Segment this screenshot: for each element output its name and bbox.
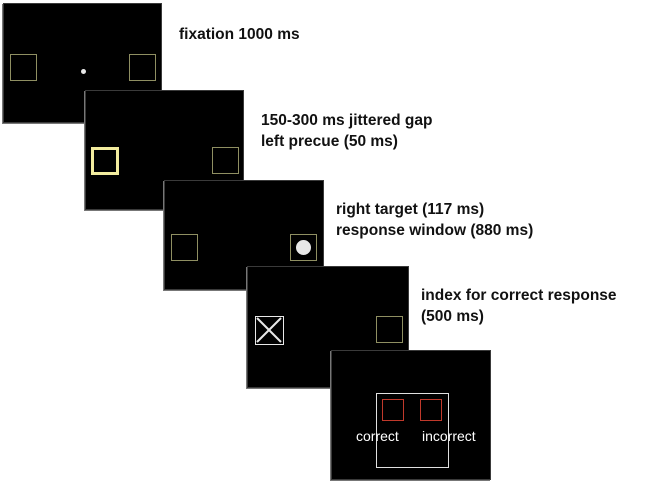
left-placeholder-box (10, 54, 37, 81)
left-index-box (255, 316, 284, 345)
precue-label: 150-300 ms jittered gap left precue (50 … (261, 110, 432, 152)
x-mark-icon (256, 317, 282, 343)
index-screen (247, 266, 409, 388)
incorrect-label: incorrect (422, 428, 476, 444)
target-disc-icon (296, 240, 311, 255)
right-placeholder-box (129, 54, 156, 81)
left-placeholder-box (171, 234, 198, 261)
left-cue-box (91, 147, 119, 175)
fixation-label-line-1: fixation 1000 ms (179, 26, 300, 43)
index-label-line-2: (500 ms) (421, 308, 484, 325)
right-placeholder-box (212, 147, 239, 174)
precue-label-line-1: 150-300 ms jittered gap (261, 112, 433, 129)
target-label: right target (117 ms) response window (8… (336, 199, 533, 241)
target-label-line-1: right target (117 ms) (336, 201, 485, 218)
feedback-screen: correct incorrect (331, 350, 491, 480)
right-placeholder-box (290, 234, 317, 261)
fixation-label: fixation 1000 ms (179, 24, 300, 45)
right-placeholder-box (376, 316, 403, 343)
fixation-dot-icon (81, 69, 86, 74)
target-screen (164, 180, 324, 290)
fixation-screen (3, 3, 162, 123)
incorrect-feedback-box (420, 399, 442, 421)
index-label: index for correct response (500 ms) (421, 285, 617, 327)
feedback-outline (376, 393, 449, 468)
correct-label: correct (356, 428, 399, 444)
index-label-line-1: index for correct response (421, 287, 617, 304)
target-label-line-2: response window (880 ms) (336, 222, 534, 239)
correct-feedback-box (382, 399, 404, 421)
precue-label-line-2: left precue (50 ms) (261, 133, 398, 150)
